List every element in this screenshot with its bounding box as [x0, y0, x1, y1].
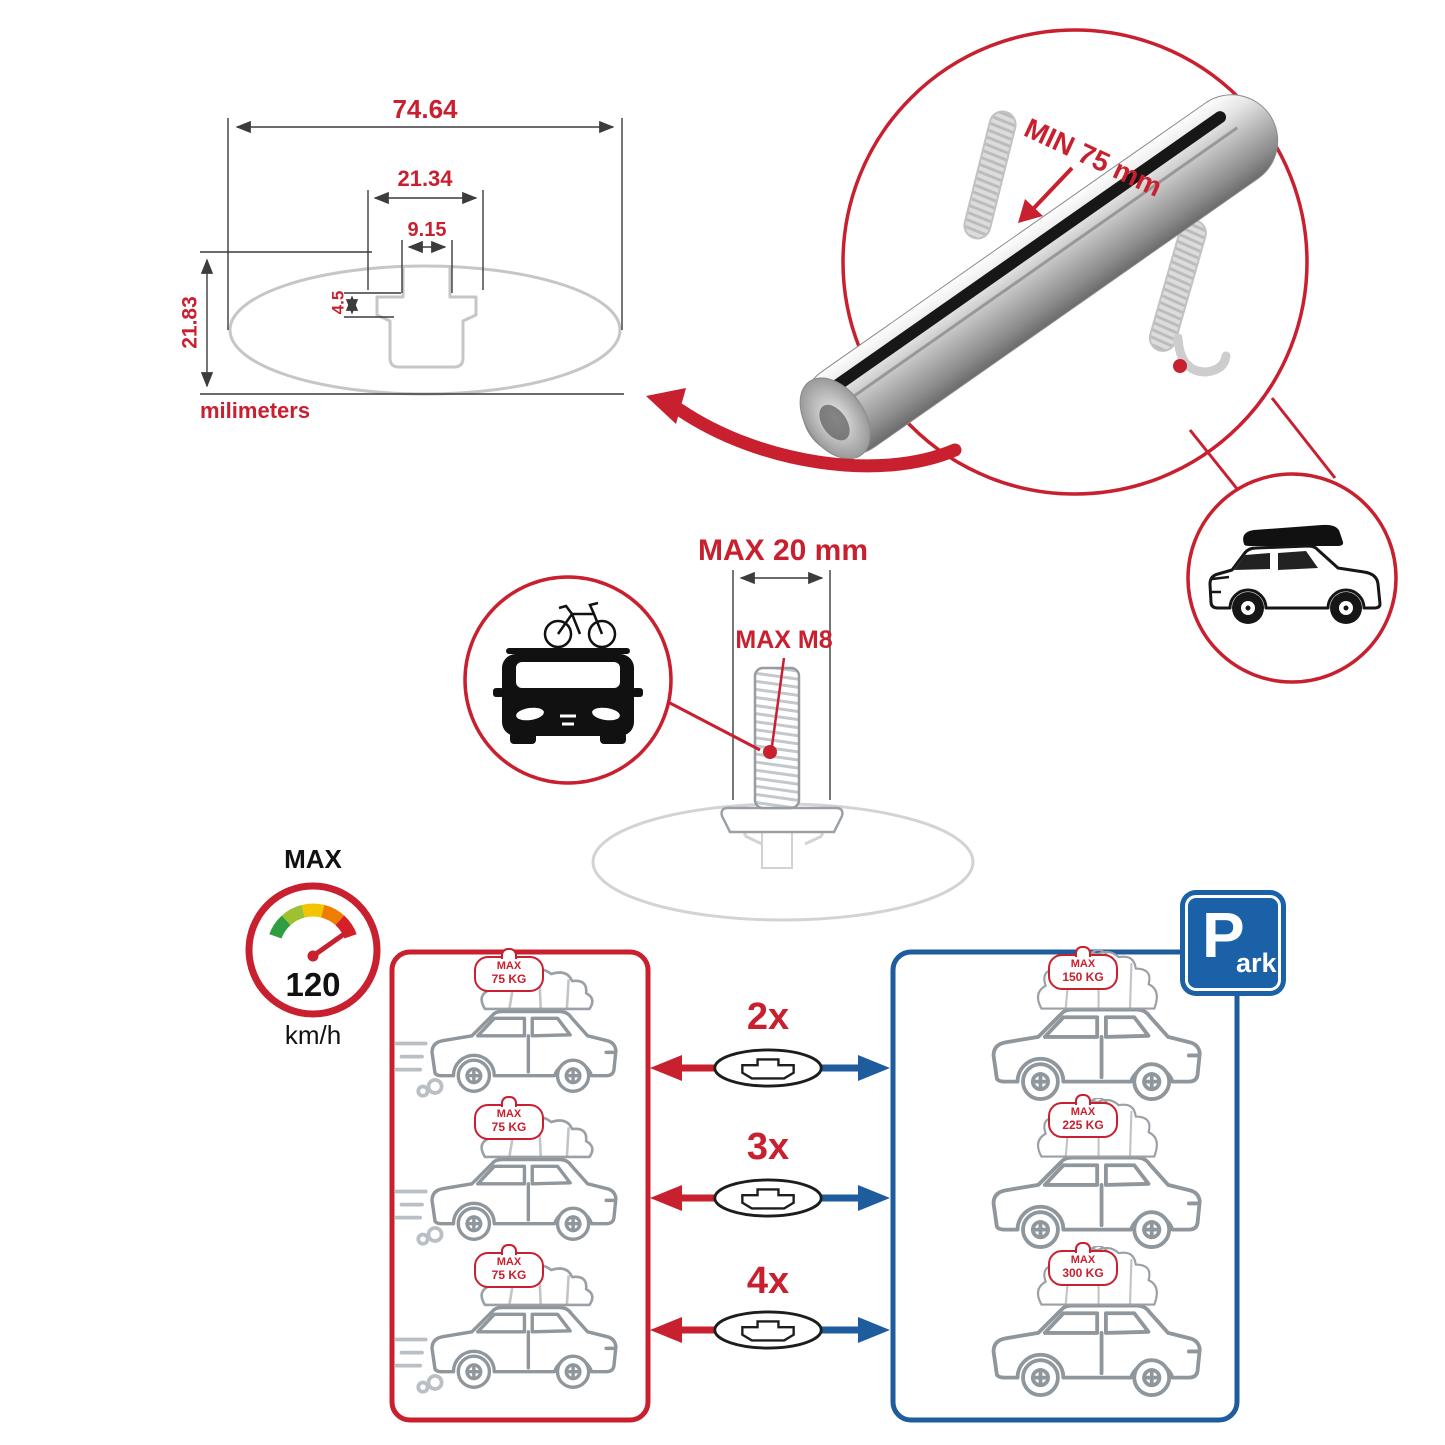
load-badge: MAX 75 KG [474, 1252, 544, 1288]
max-thread-label: MAX M8 [735, 626, 833, 654]
load-value: 225 KG [1062, 1117, 1104, 1132]
t-nut [720, 806, 844, 834]
bar-quantity-row-2 [650, 1178, 890, 1218]
load-badge: MAX 75 KG [474, 956, 544, 992]
suv-roofbox-circle [1186, 472, 1398, 684]
park-sign: P ark [1180, 890, 1286, 996]
load-value: 300 KG [1062, 1265, 1104, 1280]
multiplier-2x: 2x [746, 996, 790, 1038]
load-badge: MAX 300 KG [1048, 1250, 1118, 1286]
speedometer-icon [245, 882, 381, 1018]
circle-leader [667, 700, 761, 752]
load-value: 75 KG [491, 1267, 527, 1282]
zoom-out-arrow [646, 388, 962, 473]
bolt-dimension-lines [732, 570, 831, 800]
dimension-lines [200, 118, 624, 395]
bolt-point-dot [763, 745, 777, 759]
park-suffix: ark [1236, 948, 1277, 978]
clamp-hook [1173, 333, 1231, 377]
speed-value: 120 [285, 966, 341, 1003]
load-max-label: MAX [1070, 958, 1096, 970]
min-75-arrow [1018, 166, 1074, 223]
load-max-label: MAX [496, 1256, 522, 1268]
dim-total-height: 21.83 [178, 296, 202, 349]
dim-channel-inner: 9.15 [407, 219, 447, 241]
dim-total-width: 74.64 [392, 94, 458, 124]
dim-channel-outer: 21.34 [397, 166, 453, 191]
park-sign-border [1185, 895, 1281, 991]
crossbar-render [799, 94, 1279, 460]
driving-box [389, 949, 651, 1423]
speed-units: km/h [284, 1020, 342, 1050]
load-value: 75 KG [491, 971, 527, 986]
multiplier-3x: 3x [746, 1126, 790, 1168]
bar-quantity-row-1 [650, 1048, 890, 1088]
bolt-shaft [753, 666, 801, 810]
clamp-point-dot [1173, 359, 1187, 373]
load-max-label: MAX [496, 1108, 522, 1120]
load-badge: MAX 225 KG [1048, 1102, 1118, 1138]
m8-leader [770, 657, 786, 747]
speed-max-title: MAX [284, 844, 342, 874]
load-max-label: MAX [1070, 1254, 1096, 1266]
bar-quantity-row-3 [650, 1310, 890, 1350]
max-width-label: MAX 20 mm [697, 534, 869, 567]
load-badge: MAX 150 KG [1048, 954, 1118, 990]
crossbar-cross-section-drawing [228, 264, 622, 396]
parked-box [890, 949, 1240, 1423]
load-value: 150 KG [1062, 969, 1104, 984]
suv-with-roofbox-icon [1208, 524, 1382, 624]
bike-car-circle [463, 575, 673, 785]
clamp-rod-rear [963, 110, 1017, 240]
dim-lip-depth: 4.5 [328, 290, 348, 315]
multiplier-4x: 4x [746, 1260, 790, 1302]
load-value: 75 KG [491, 1119, 527, 1134]
car-front-bike-icon [493, 601, 643, 744]
load-badge: MAX 75 KG [474, 1104, 544, 1140]
bolt [720, 666, 844, 869]
load-max-label: MAX [1070, 1106, 1096, 1118]
load-max-label: MAX [496, 960, 522, 972]
units-label: milimeters [200, 398, 311, 423]
bar-detail-circle [799, 28, 1337, 506]
park-letter: P [1202, 899, 1245, 971]
